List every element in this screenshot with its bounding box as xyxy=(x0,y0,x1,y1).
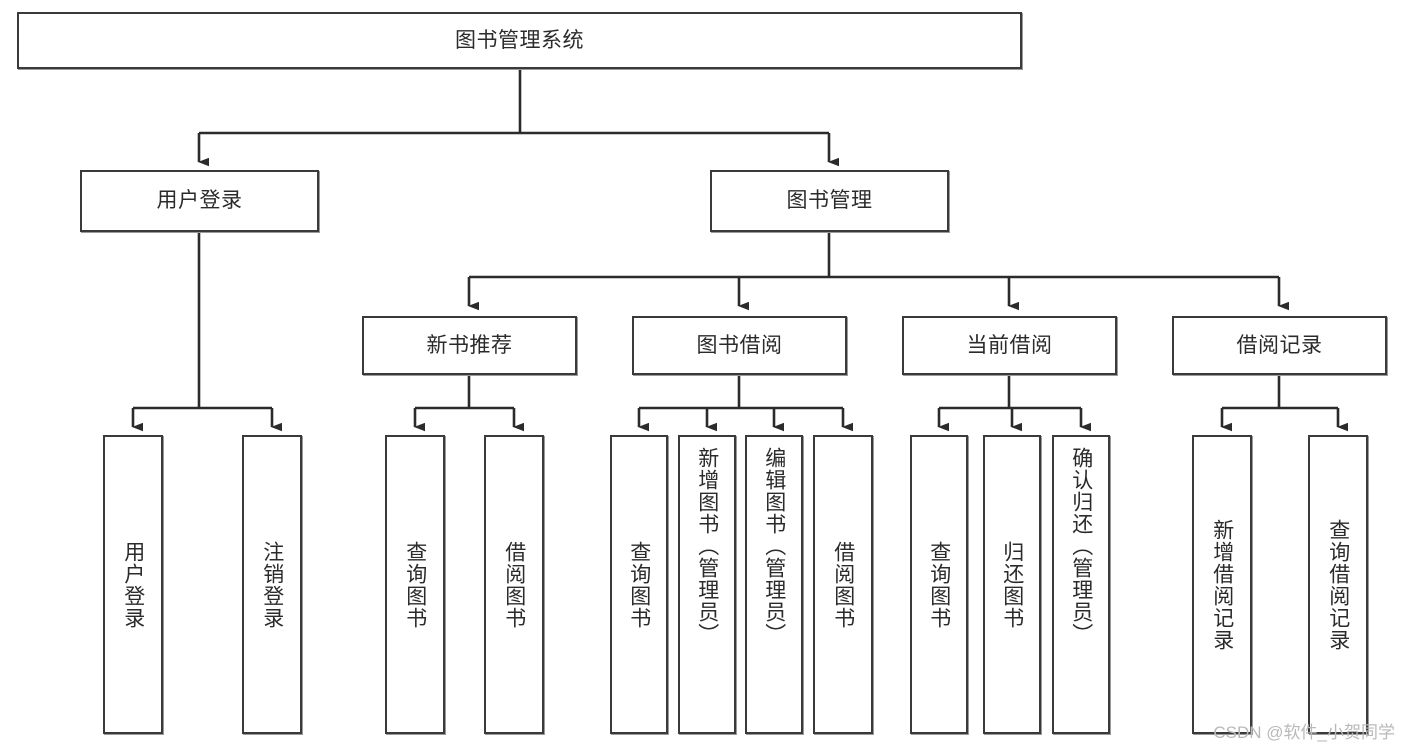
leaf-edit-book[interactable]: 编辑图书（管理员） xyxy=(745,435,803,734)
leaf-user-logout-label: 注销登录 xyxy=(260,540,284,629)
leaf-query-book-3-label: 查询图书 xyxy=(927,540,951,629)
node-new-book-rec[interactable]: 新书推荐 xyxy=(362,316,577,375)
leaf-confirm-return-label: 确认归还（管理员） xyxy=(1069,447,1093,645)
leaf-borrow-book-2-label: 借阅图书 xyxy=(831,540,855,629)
node-new-book-rec-label: 新书推荐 xyxy=(426,333,513,357)
leaf-add-record[interactable]: 新增借阅记录 xyxy=(1192,435,1252,734)
leaf-user-logout[interactable]: 注销登录 xyxy=(242,435,302,734)
node-user-login[interactable]: 用户登录 xyxy=(80,170,319,232)
node-borrow-record[interactable]: 借阅记录 xyxy=(1172,316,1387,375)
leaf-return-book[interactable]: 归还图书 xyxy=(983,435,1041,734)
node-root[interactable]: 图书管理系统 xyxy=(17,12,1022,69)
leaf-query-record[interactable]: 查询借阅记录 xyxy=(1308,435,1368,734)
leaf-query-record-label: 查询借阅记录 xyxy=(1326,518,1350,651)
node-current-borrow-label: 当前借阅 xyxy=(966,333,1053,357)
leaf-query-book-1-label: 查询图书 xyxy=(403,540,427,629)
leaf-query-book-2-label: 查询图书 xyxy=(627,540,651,629)
leaf-confirm-return[interactable]: 确认归还（管理员） xyxy=(1052,435,1110,734)
leaf-query-book-3[interactable]: 查询图书 xyxy=(910,435,968,734)
leaf-borrow-book-1-label: 借阅图书 xyxy=(502,540,526,629)
leaf-query-book-2[interactable]: 查询图书 xyxy=(610,435,668,734)
node-root-label: 图书管理系统 xyxy=(455,28,584,52)
node-book-manage[interactable]: 图书管理 xyxy=(710,170,949,232)
leaf-return-book-label: 归还图书 xyxy=(1000,540,1024,629)
leaf-edit-book-label: 编辑图书（管理员） xyxy=(762,447,786,645)
leaf-user-login-label: 用户登录 xyxy=(121,540,145,629)
leaf-add-book[interactable]: 新增图书（管理员） xyxy=(678,435,736,734)
leaf-query-book-1[interactable]: 查询图书 xyxy=(385,435,445,734)
node-borrow-record-label: 借阅记录 xyxy=(1236,333,1323,357)
node-user-login-label: 用户登录 xyxy=(156,189,243,213)
leaf-borrow-book-2[interactable]: 借阅图书 xyxy=(813,435,873,734)
node-current-borrow[interactable]: 当前借阅 xyxy=(902,316,1117,375)
leaf-add-record-label: 新增借阅记录 xyxy=(1210,518,1234,651)
node-book-manage-label: 图书管理 xyxy=(786,189,873,213)
leaf-borrow-book-1[interactable]: 借阅图书 xyxy=(484,435,544,734)
node-book-borrow[interactable]: 图书借阅 xyxy=(632,316,847,375)
node-book-borrow-label: 图书借阅 xyxy=(696,333,783,357)
leaf-user-login[interactable]: 用户登录 xyxy=(103,435,163,734)
leaf-add-book-label: 新增图书（管理员） xyxy=(695,447,719,645)
